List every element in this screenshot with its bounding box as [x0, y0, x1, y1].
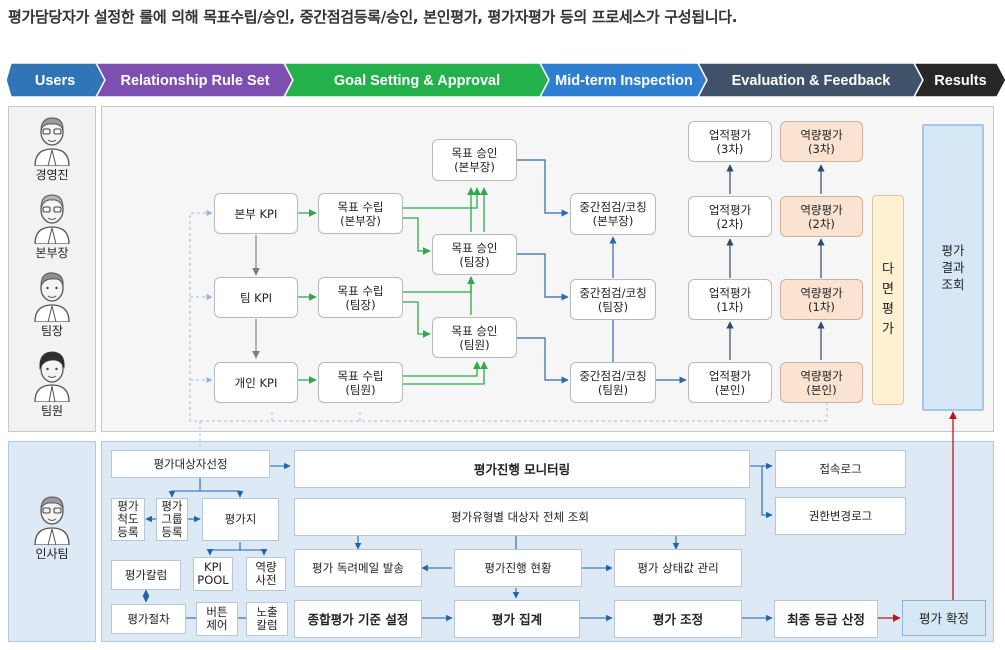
hr-calendar-box[interactable]: 평가칼럼 — [111, 560, 181, 590]
role-label-team-leader: 팀장 — [40, 324, 64, 338]
hr-target-select-box[interactable]: 평가대상자선정 — [111, 450, 270, 478]
role-label-hr: 인사팀 — [35, 547, 69, 561]
hr-permission-log-box[interactable]: 권한변경로그 — [775, 497, 906, 535]
goal-set-team-box: 목표 수립 (팀장) — [318, 277, 403, 318]
role-team-leader: 팀장 — [9, 268, 95, 339]
hr-status-mgmt-box[interactable]: 평가 상태값 관리 — [614, 549, 742, 587]
executive-avatar-icon — [34, 117, 70, 166]
headline: 평가담당자가 설정한 룰에 의해 목표수립/승인, 중간점검등록/승인, 본인평… — [8, 8, 738, 26]
multi-rater-eval-box: 다 면 평 가 — [872, 195, 904, 405]
performance-eval-2nd-box: 업적평가 (2차) — [688, 196, 772, 237]
hr-final-grade-box[interactable]: 최종 등급 산정 — [774, 600, 878, 638]
hr-progress-box[interactable]: 평가진행 현황 — [454, 549, 582, 587]
hr-group-reg-box[interactable]: 평가 그룹 등록 — [156, 498, 188, 541]
division-head-avatar-icon — [34, 194, 70, 244]
midterm-member-box: 중간점검/코칭 (팀원) — [570, 362, 656, 403]
stage-label-results: Results — [934, 73, 986, 89]
role-hr: 인사팀 — [9, 491, 95, 562]
performance-eval-3rd-box: 업적평가 (3차) — [688, 121, 772, 162]
personal-kpi-box: 개인 KPI — [214, 362, 298, 403]
midterm-team-box: 중간점검/코칭 (팀장) — [570, 279, 656, 320]
goal-approve-member-box: 목표 승인 (팀원) — [432, 317, 517, 358]
stage-label-evaluation-feedback: Evaluation & Feedback — [732, 73, 892, 89]
hr-exposed-column-box[interactable]: 노출 칼럼 — [246, 602, 288, 636]
hr-access-log-box[interactable]: 접속로그 — [775, 450, 906, 488]
hr-avatar-icon — [34, 496, 70, 545]
team-leader-avatar-icon — [34, 272, 70, 322]
hr-kpi-pool-box[interactable]: KPI POOL — [193, 557, 233, 591]
performance-eval-1st-box: 업적평가 (1차) — [688, 279, 772, 320]
hr-comp-dict-box[interactable]: 역량 사전 — [246, 557, 286, 591]
goal-set-member-box: 목표 수립 (팀원) — [318, 362, 403, 403]
hr-confirm-box[interactable]: 평가 확정 — [902, 600, 986, 636]
stage-results — [912, 63, 1005, 98]
stage-label-midterm-inspection: Mid-term Inspection — [555, 73, 693, 89]
hr-reminder-mail-box[interactable]: 평가 독려메일 발송 — [294, 549, 422, 587]
performance-eval-self-box: 업적평가 (본인) — [688, 362, 772, 403]
role-label-division-head: 본부장 — [35, 246, 69, 260]
hr-sheet-box[interactable]: 평가지 — [202, 498, 279, 541]
role-member: 팀원 — [9, 348, 95, 419]
hr-criteria-box[interactable]: 종합평가 기준 설정 — [294, 600, 422, 638]
hr-procedure-box[interactable]: 평가절차 — [111, 604, 186, 634]
role-executive: 경영진 — [9, 112, 95, 183]
goal-approve-team-box: 목표 승인 (팀장) — [432, 234, 517, 275]
result-view-box[interactable]: 평가 결과 조회 — [922, 124, 984, 411]
stage-label-goal-setting: Goal Setting & Approval — [334, 73, 500, 89]
competency-eval-3rd-box: 역량평가 (3차) — [780, 121, 863, 162]
stage-banner: Users Relationship Rule Set Goal Setting &… — [5, 63, 1005, 98]
hr-type-view-box[interactable]: 평가유형별 대상자 전체 조회 — [294, 498, 746, 536]
hr-adjust-box[interactable]: 평가 조정 — [614, 600, 742, 638]
midterm-division-box: 중간점검/코칭 (본부장) — [570, 193, 656, 235]
member-avatar-icon — [34, 351, 70, 402]
hr-button-control-box[interactable]: 버튼 제어 — [196, 602, 238, 636]
competency-eval-2nd-box: 역량평가 (2차) — [780, 196, 863, 237]
role-label-member: 팀원 — [40, 404, 64, 418]
stage-label-users: Users — [35, 73, 75, 89]
role-label-executive: 경영진 — [35, 168, 69, 182]
competency-eval-1st-box: 역량평가 (1차) — [780, 279, 863, 320]
hr-aggregate-box[interactable]: 평가 집계 — [454, 600, 580, 638]
stage-label-relationship-rule-set: Relationship Rule Set — [120, 73, 269, 89]
team-kpi-box: 팀 KPI — [214, 277, 298, 318]
competency-eval-self-box: 역량평가 (본인) — [780, 362, 863, 403]
goal-approve-division-box: 목표 승인 (본부장) — [432, 139, 517, 181]
role-division-head: 본부장 — [9, 190, 95, 261]
division-kpi-box: 본부 KPI — [214, 193, 298, 234]
hr-monitoring-box[interactable]: 평가진행 모니터링 — [294, 450, 750, 488]
goal-set-division-box: 목표 수립 (본부장) — [318, 193, 403, 234]
hr-scale-reg-box[interactable]: 평가 척도 등록 — [111, 498, 145, 541]
